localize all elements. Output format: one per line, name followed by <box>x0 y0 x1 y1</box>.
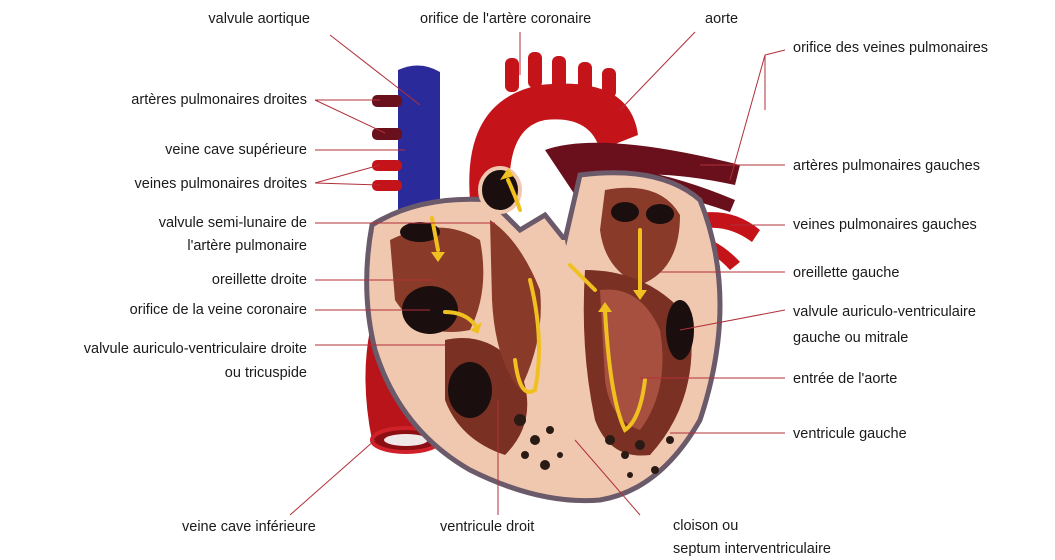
label-valvule-mitrale-line2: gauche ou mitrale <box>793 329 908 347</box>
label-valvule-semi-lunaire-line1: valvule semi-lunaire de <box>40 214 307 232</box>
label-cloison-line1: cloison ou <box>673 517 738 535</box>
label-cloison-line2: septum interventriculaire <box>673 540 831 558</box>
label-orifice-veine-coronaire: orifice de la veine coronaire <box>40 301 307 319</box>
label-oreillette-droite: oreillette droite <box>40 271 307 289</box>
leader-orifice-veines-pulmonaires <box>765 50 785 55</box>
label-arteres-pulmonaires-gauches: artères pulmonaires gauches <box>793 157 980 175</box>
leader-aorte <box>620 32 695 110</box>
label-veine-cave-inferieure: veine cave inférieure <box>182 518 316 536</box>
label-orifice-artere-coronaire: orifice de l'artère coronaire <box>420 10 591 28</box>
label-valvule-aortique: valvule aortique <box>170 10 310 28</box>
label-arteres-pulmonaires-droites: artères pulmonaires droites <box>40 91 307 109</box>
right-pulmonary-arteries-shape <box>372 95 402 107</box>
label-veine-cave-superieure: veine cave supérieure <box>40 141 307 159</box>
label-aorte: aorte <box>705 10 738 28</box>
label-valvule-semi-lunaire-line2: l'artère pulmonaire <box>40 237 307 255</box>
label-orifice-veines-pulmonaires: orifice des veines pulmonaires <box>793 39 988 57</box>
label-veines-pulmonaires-droites: veines pulmonaires droites <box>40 175 307 193</box>
label-valvule-tricuspide-line2: ou tricuspide <box>40 364 307 382</box>
label-oreillette-gauche: oreillette gauche <box>793 264 899 282</box>
label-veines-pulmonaires-gauches: veines pulmonaires gauches <box>793 216 977 234</box>
label-ventricule-gauche: ventricule gauche <box>793 425 907 443</box>
label-ventricule-droit: ventricule droit <box>440 518 534 536</box>
label-valvule-mitrale-line1: valvule auriculo-ventriculaire <box>793 303 976 321</box>
label-valvule-tricuspide-line1: valvule auriculo-ventriculaire droite <box>5 340 307 358</box>
label-entree-aorte: entrée de l'aorte <box>793 370 897 388</box>
